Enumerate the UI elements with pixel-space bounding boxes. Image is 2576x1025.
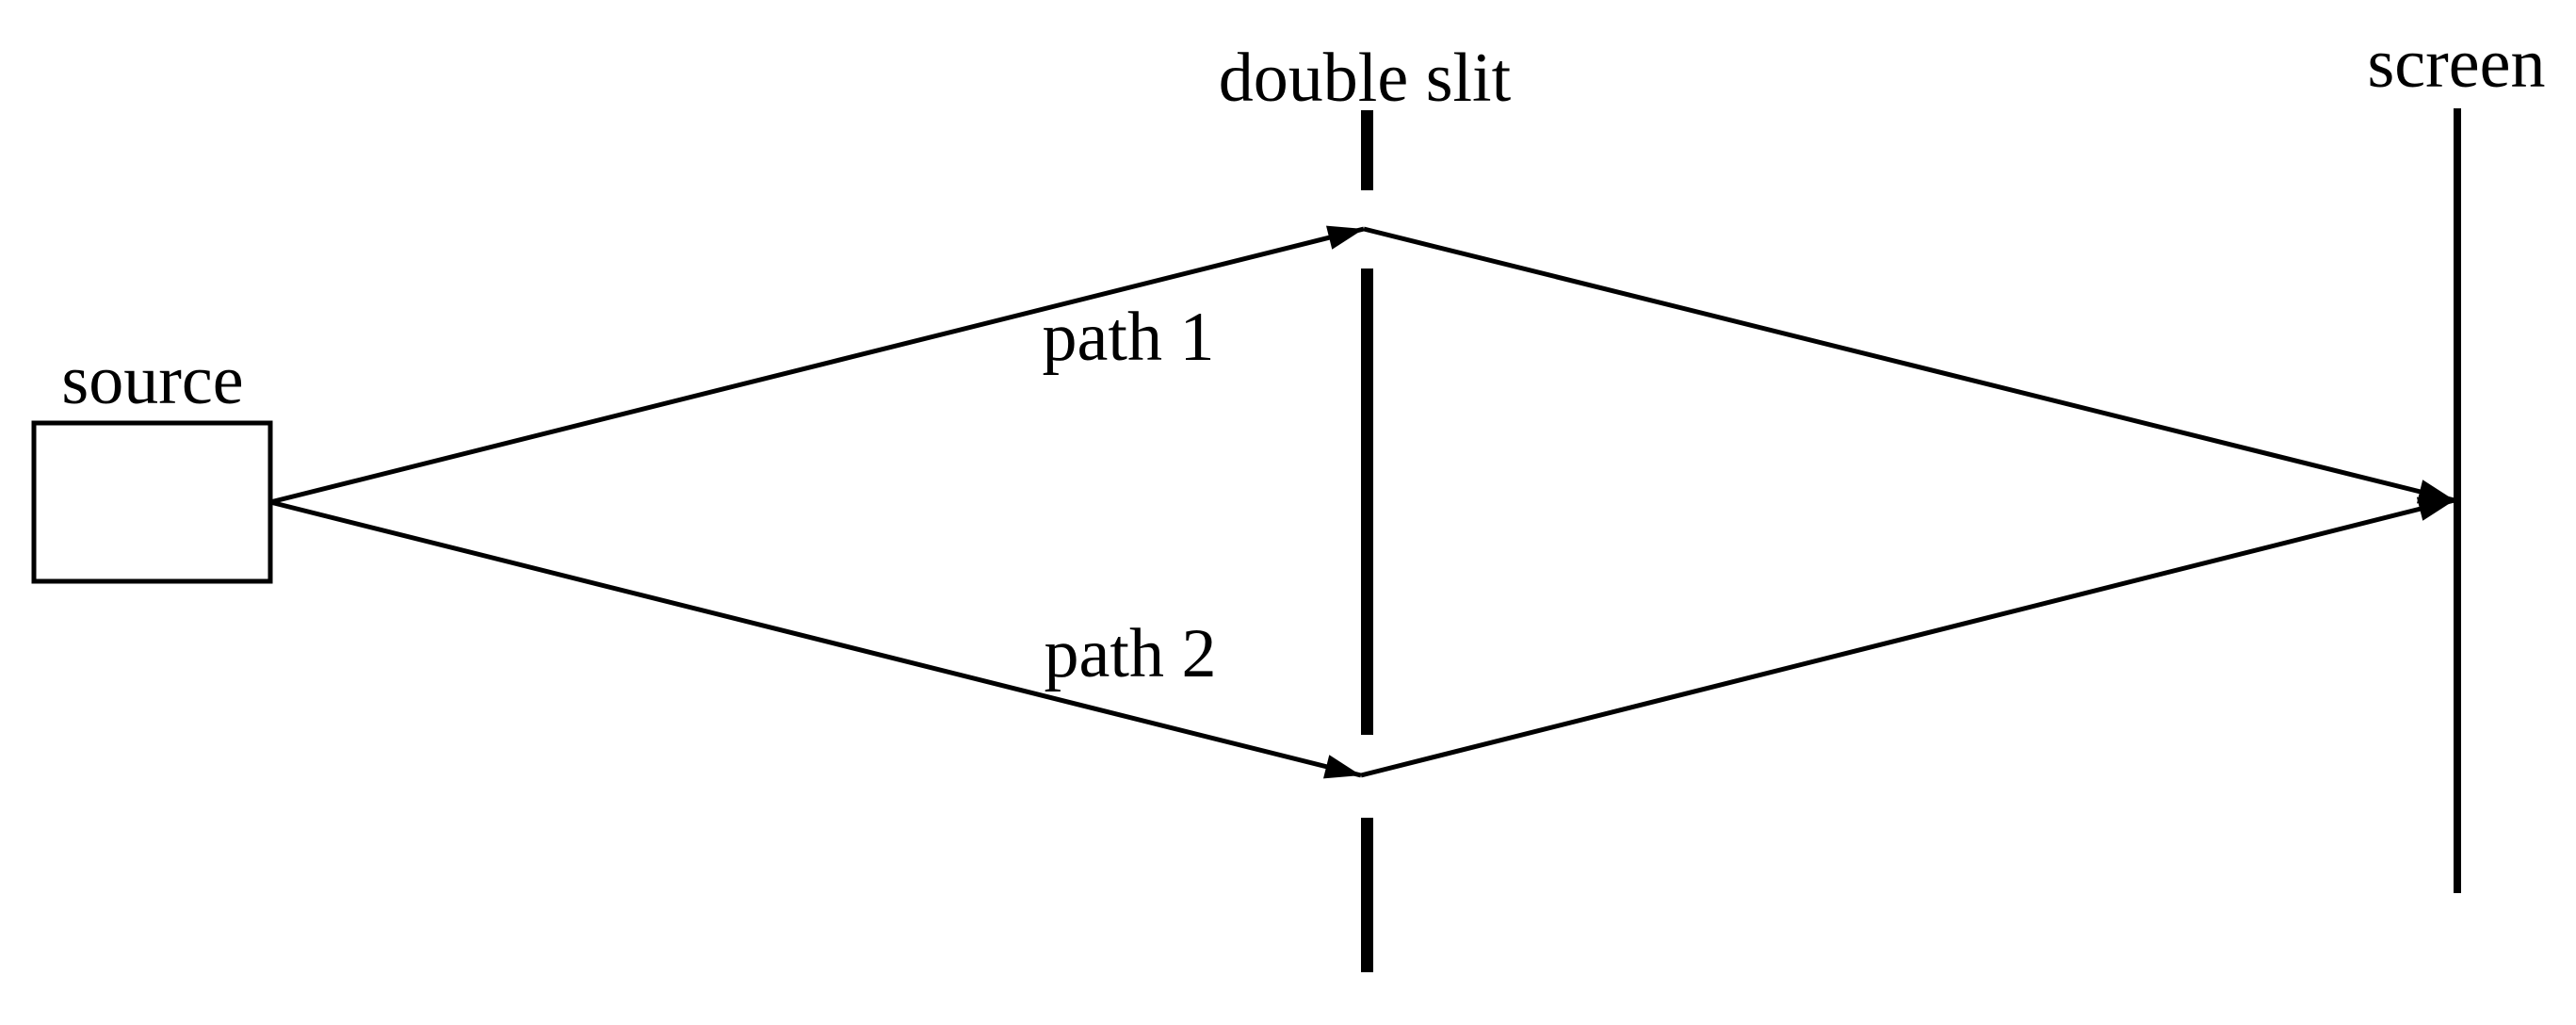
path2-segment-source-to-slit: [269, 499, 1362, 778]
screen-label: screen: [2368, 25, 2546, 103]
path1-arrowhead-at-slit: [1326, 225, 1364, 250]
path2-label: path 2: [1045, 615, 1217, 692]
path2-arrowhead-at-slit: [1323, 755, 1361, 779]
slit-barrier-middle-segment: [1361, 268, 1373, 735]
double-slit-label: double slit: [1219, 40, 1512, 117]
source-box: [31, 420, 273, 584]
path2-segment-slit-to-screen: [1360, 497, 2455, 778]
slit-barrier-bottom-segment: [1361, 818, 1373, 972]
path2-arrowhead-at-screen: [2416, 496, 2454, 521]
path1-arrowhead-at-screen: [2417, 480, 2454, 504]
source-label: source: [61, 342, 243, 419]
screen-line: [2454, 108, 2461, 893]
path1-label: path 1: [1043, 299, 1215, 376]
slit-barrier-top-segment: [1361, 110, 1373, 190]
path1-segment-source-to-slit: [269, 226, 1365, 505]
path1-segment-slit-to-screen: [1363, 226, 2455, 503]
